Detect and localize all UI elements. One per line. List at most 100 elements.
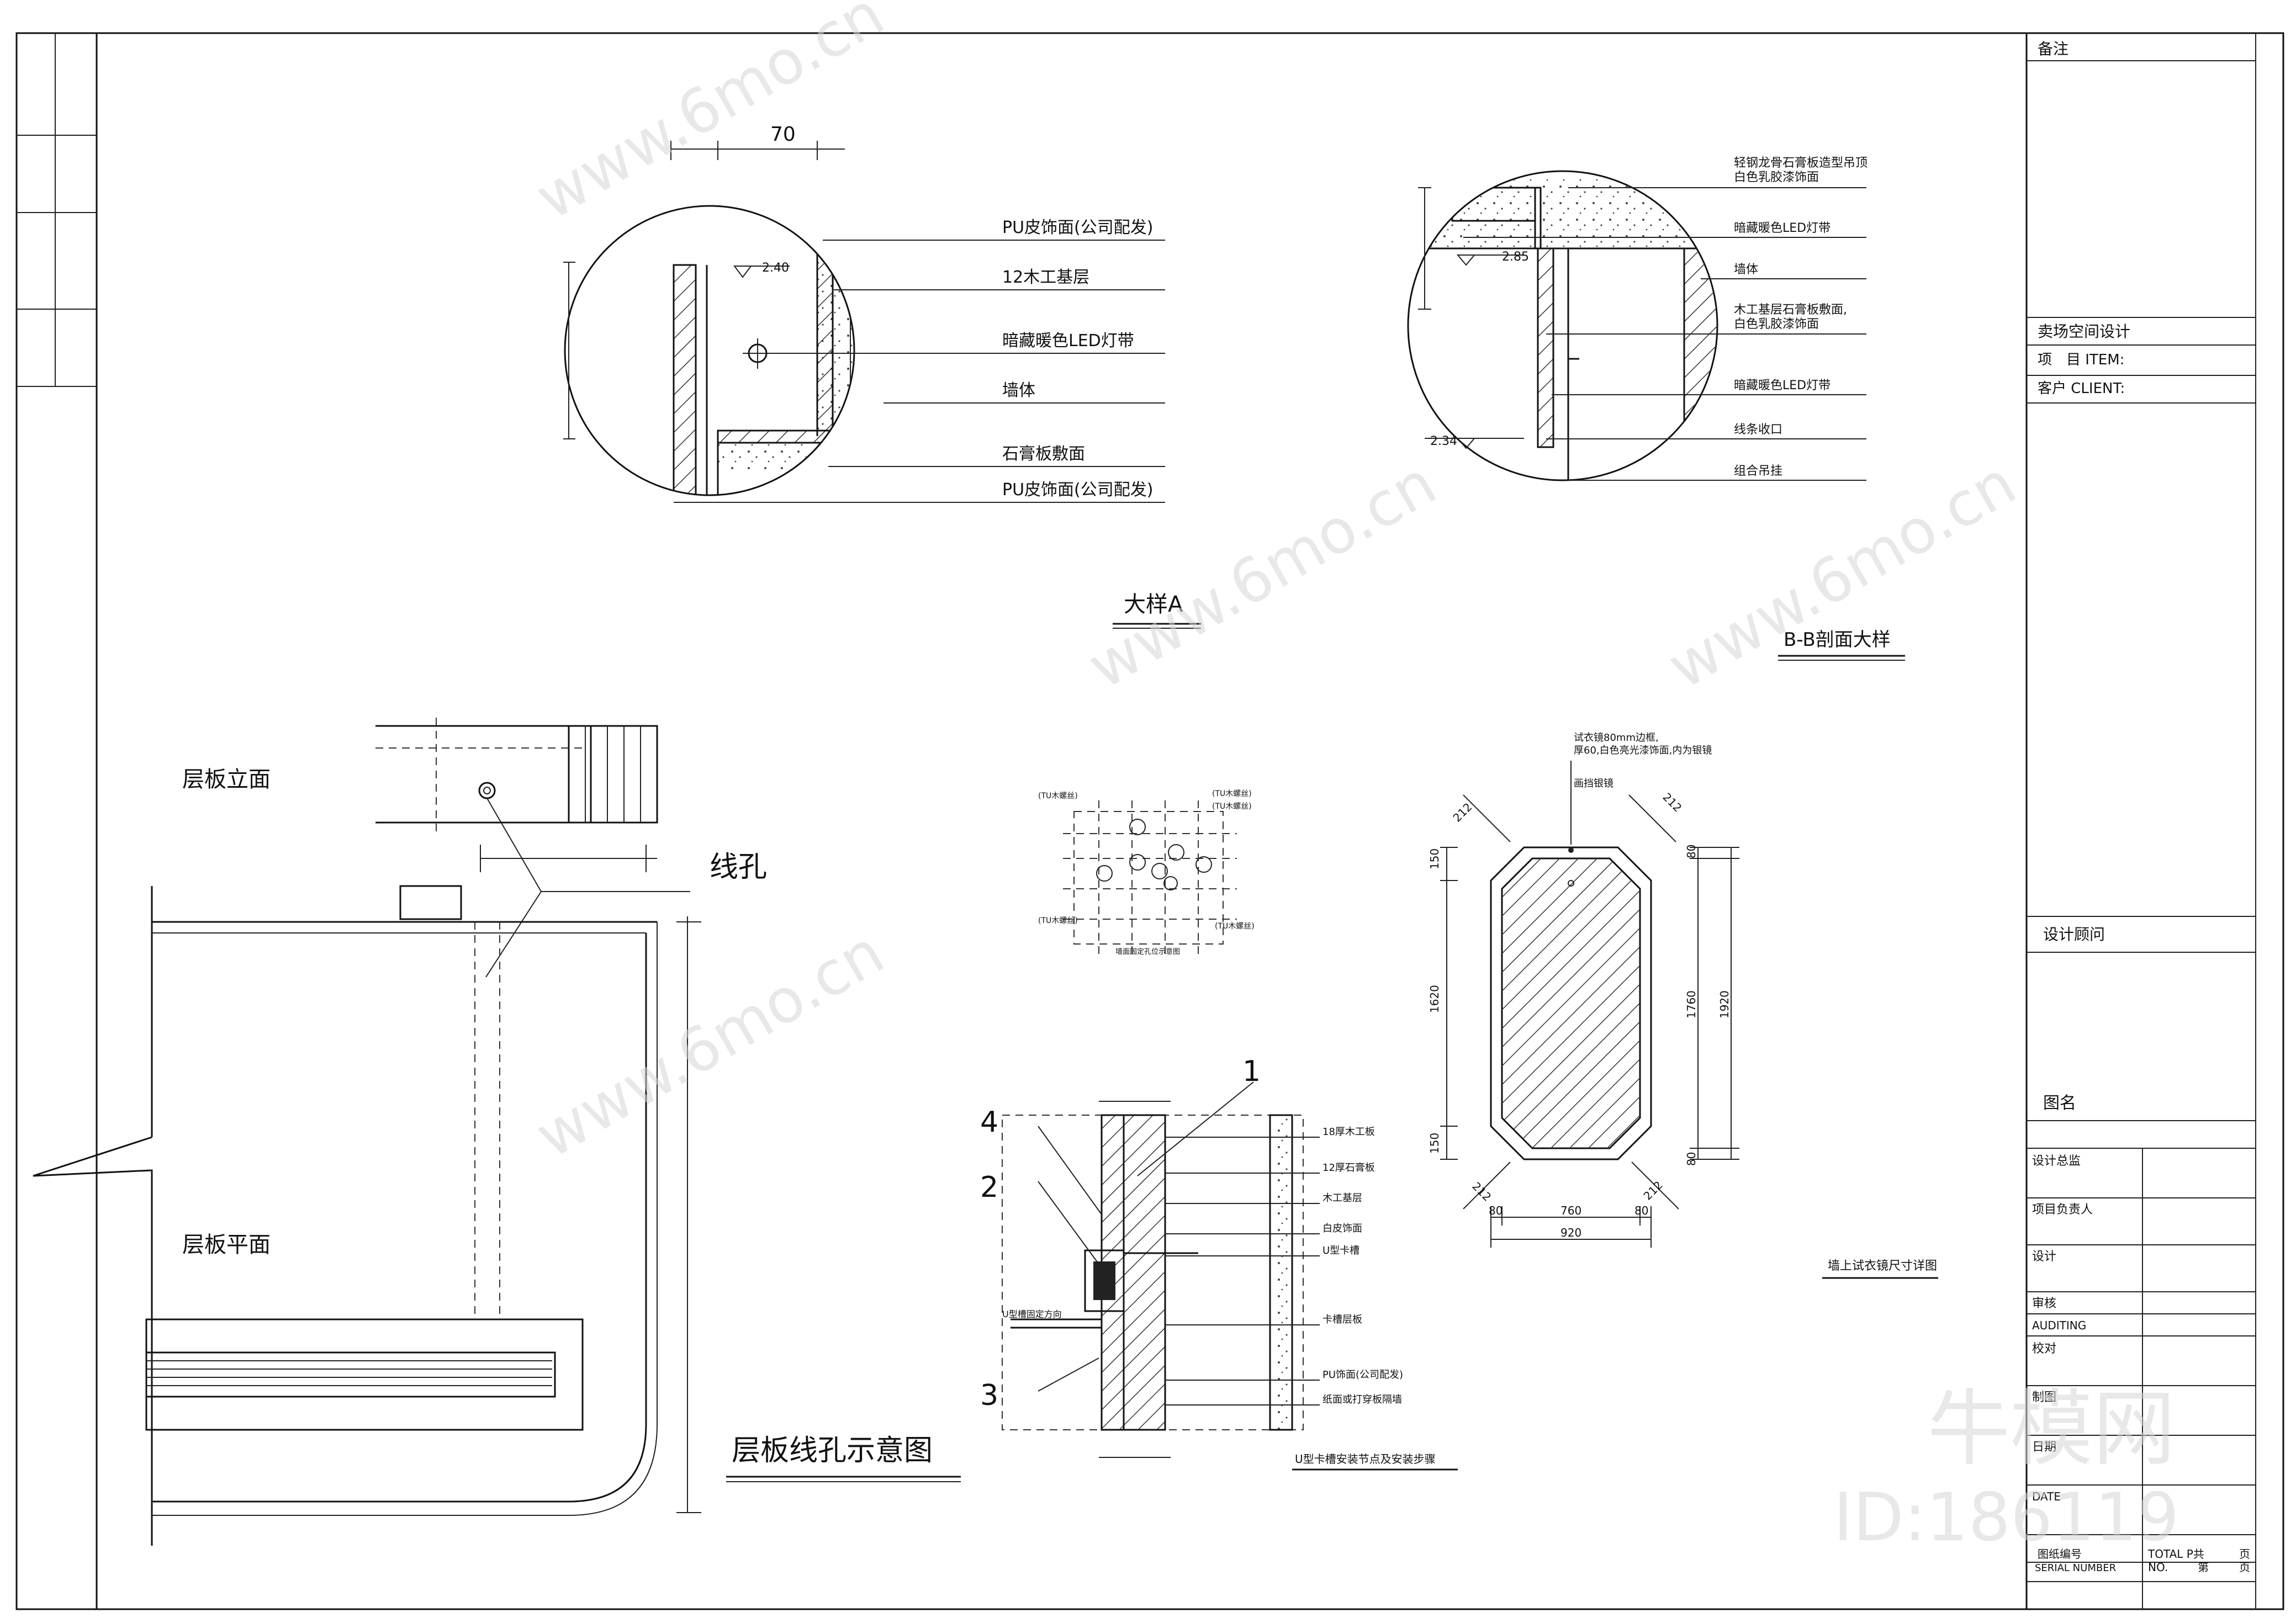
detail-a-label-6: PU皮饰面(公司配发) — [1002, 480, 1153, 500]
mirror-dim-1760: 1760 — [1685, 990, 1698, 1019]
detail-a-label-4: 墙体 — [1002, 381, 1035, 400]
shelf-drawing: 层板立面 层板平面 线孔 — [33, 718, 961, 1546]
watermark-id: ID:186119 — [1833, 1479, 2179, 1556]
detail-a-label-5: 石膏板敷面 — [1002, 444, 1085, 464]
u-label-3: 木工基层 — [1322, 1192, 1362, 1204]
tb-row-design: 设计 — [2032, 1250, 2056, 1264]
tb-row-date: 日期 — [2032, 1440, 2056, 1454]
watermark-logo: 牛模网 — [1927, 1381, 2176, 1477]
tb-page-unit: 页 — [2239, 1561, 2250, 1574]
hole-label-3: (TU木螺丝) — [1212, 802, 1252, 811]
u-label-6: 卡槽层板 — [1322, 1314, 1362, 1325]
item-label: 项 目 ITEM: — [2038, 352, 2124, 368]
watermark-site-1: www.6mo.cn — [524, 0, 895, 234]
detail-bb-label-7: 组合吊挂 — [1734, 464, 1782, 478]
remarks-label: 备注 — [2038, 40, 2068, 58]
tb-row-lead: 项目负责人 — [2032, 1203, 2093, 1217]
consultant-label: 设计顾问 — [2043, 925, 2105, 943]
mirror-note-1: 试衣镜80mm边框, — [1574, 732, 1659, 744]
detail-a-label-2: 12木工基层 — [1002, 268, 1089, 287]
title-block: 备注 卖场空间设计 项 目 ITEM: 客户 CLIENT: 设计顾问 图名 设… — [2025, 33, 2256, 1609]
mirror-dim-80-bottom: 80 — [1685, 1152, 1698, 1166]
u-num-2: 2 — [980, 1171, 998, 1204]
u-num-1: 1 — [1242, 1055, 1261, 1088]
detail-a-label-1: PU皮饰面(公司配发) — [1002, 218, 1153, 237]
shelf-plan-label: 层板平面 — [182, 1232, 271, 1258]
project-name: 卖场空间设计 — [2038, 322, 2130, 341]
detail-bb-label-5: 暗藏暖色LED灯带 — [1734, 379, 1831, 393]
detail-a-label-3: 暗藏暖色LED灯带 — [1002, 331, 1134, 351]
mirror-dim-80-right: 80 — [1634, 1204, 1648, 1217]
tb-row-proof: 校对 — [2032, 1342, 2056, 1356]
tb-page-no: 第 — [2198, 1561, 2209, 1574]
watermark-site-3: www.6mo.cn — [1656, 447, 2027, 702]
tb-no: NO. — [2148, 1561, 2168, 1574]
hole-label-4: (TU木螺丝) — [1038, 916, 1078, 925]
mirror-dim-212-tr: 212 — [1660, 791, 1684, 815]
mirror-dim-1620: 1620 — [1428, 985, 1441, 1013]
detail-a-level: 2.40 — [762, 261, 789, 275]
hole-caption: 墙面固定孔位示意图 — [1115, 947, 1180, 956]
detail-bb-level-1: 2.85 — [1502, 250, 1529, 264]
watermark-site-4: www.6mo.cn — [524, 916, 895, 1171]
mirror-note-2: 厚60,白色亮光漆饰面,内为银镜 — [1574, 745, 1712, 756]
shelf-elevation-label: 层板立面 — [182, 767, 271, 792]
mirror-detail: 试衣镜80mm边框, 厚60,白色亮光漆饰面,内为银镜 画挡银镜 150 162… — [1428, 732, 1938, 1279]
u-num-3: 3 — [980, 1379, 998, 1412]
tb-serial: SERIAL NUMBER — [2035, 1562, 2116, 1574]
detail-a-title: 大样A — [1124, 592, 1183, 617]
tb-row-date-en: DATE — [2032, 1490, 2061, 1503]
u-side-label: U型槽固定方向 — [1002, 1309, 1062, 1319]
tb-row-draft: 制图 — [2032, 1391, 2056, 1404]
mirror-dim-212-tl: 212 — [1451, 800, 1475, 825]
detail-bb-label-1b: 白色乳胶漆饰面 — [1734, 171, 1819, 184]
mirror-dim-150-top: 150 — [1428, 848, 1441, 869]
detail-bb-label-3: 墙体 — [1734, 263, 1758, 277]
mirror-dim-920: 920 — [1560, 1226, 1581, 1239]
mirror-dim-212-bl: 212 — [1469, 1180, 1494, 1204]
detail-a: PU皮饰面(公司配发) 12木工基层 暗藏暖色LED灯带 墙体 石膏板敷面 PU… — [563, 123, 1201, 629]
tb-total: TOTAL P共 — [2147, 1547, 2204, 1561]
mirror-dim-80-top: 80 — [1685, 845, 1698, 858]
detail-bb-label-1a: 轻钢龙骨石膏板造型吊顶 — [1734, 156, 1868, 170]
tb-total-unit: 页 — [2239, 1547, 2250, 1561]
detail-bb-label-2: 暗藏暖色LED灯带 — [1734, 221, 1831, 235]
detail-bb-label-4a: 木工基层石膏板敷面, — [1734, 303, 1847, 317]
tb-row-auditing: AUDITING — [2032, 1319, 2086, 1332]
u-label-2: 12厚石膏板 — [1322, 1161, 1375, 1174]
tb-row-director: 设计总监 — [2032, 1154, 2081, 1168]
tb-row-review: 审核 — [2032, 1297, 2056, 1311]
client-label: 客户 CLIENT: — [2038, 380, 2125, 397]
hole-layout: (TU木螺丝) (TU木螺丝) (TU木螺丝) (TU木螺丝) (TU木螺丝) … — [1038, 789, 1255, 956]
shelf-title: 层板线孔示意图 — [732, 1434, 933, 1467]
mirror-dim-1920: 1920 — [1718, 990, 1731, 1019]
tb-drawing-no: 图纸编号 — [2038, 1547, 2082, 1561]
hole-label-5: (TU木螺丝) — [1215, 922, 1255, 931]
detail-bb-level-2: 2.34 — [1430, 434, 1457, 448]
detail-bb-label-6: 线条收口 — [1734, 423, 1782, 437]
mirror-dim-760: 760 — [1560, 1204, 1581, 1217]
detail-bb-title: B-B剖面大样 — [1784, 629, 1891, 651]
u-label-4: 白皮饰面 — [1322, 1223, 1362, 1234]
mirror-caption: 墙上试衣镜尺寸详图 — [1828, 1259, 1937, 1273]
sheet-border — [15, 32, 2284, 1610]
u-label-1: 18厚木工板 — [1322, 1126, 1375, 1138]
u-label-5: U型卡槽 — [1322, 1245, 1359, 1256]
u-caption: U型卡槽安装节点及安装步骤 — [1295, 1452, 1436, 1466]
mirror-dim-212-br: 212 — [1641, 1179, 1665, 1203]
u-channel-section: 1 2 3 4 18厚木工板 12厚石膏板 木工基层 白皮饰面 U型卡槽 卡槽层… — [980, 1055, 1458, 1471]
detail-bb: 2.85 2.34 轻钢龙骨石膏板造型吊顶 白色乳胶漆饰面 暗藏暖色LED灯带 … — [1407, 156, 1905, 661]
wire-hole-label: 线孔 — [710, 851, 767, 884]
mirror-note-3: 画挡银镜 — [1574, 778, 1613, 789]
hole-label-2: (TU木螺丝) — [1212, 789, 1252, 798]
detail-bb-label-4b: 白色乳胶漆饰面 — [1734, 317, 1819, 331]
hole-label-1: (TU木螺丝) — [1038, 792, 1078, 800]
drawing-name-label: 图名 — [2043, 1094, 2076, 1113]
u-label-8: 纸面或打穿板隔墙 — [1322, 1394, 1402, 1405]
u-label-7: PU饰面(公司配发) — [1322, 1369, 1403, 1381]
mirror-dim-150-bottom: 150 — [1428, 1133, 1441, 1154]
mirror-dim-80-left: 80 — [1489, 1204, 1503, 1217]
detail-a-dim-70: 70 — [770, 123, 796, 146]
u-num-4: 4 — [980, 1106, 998, 1139]
